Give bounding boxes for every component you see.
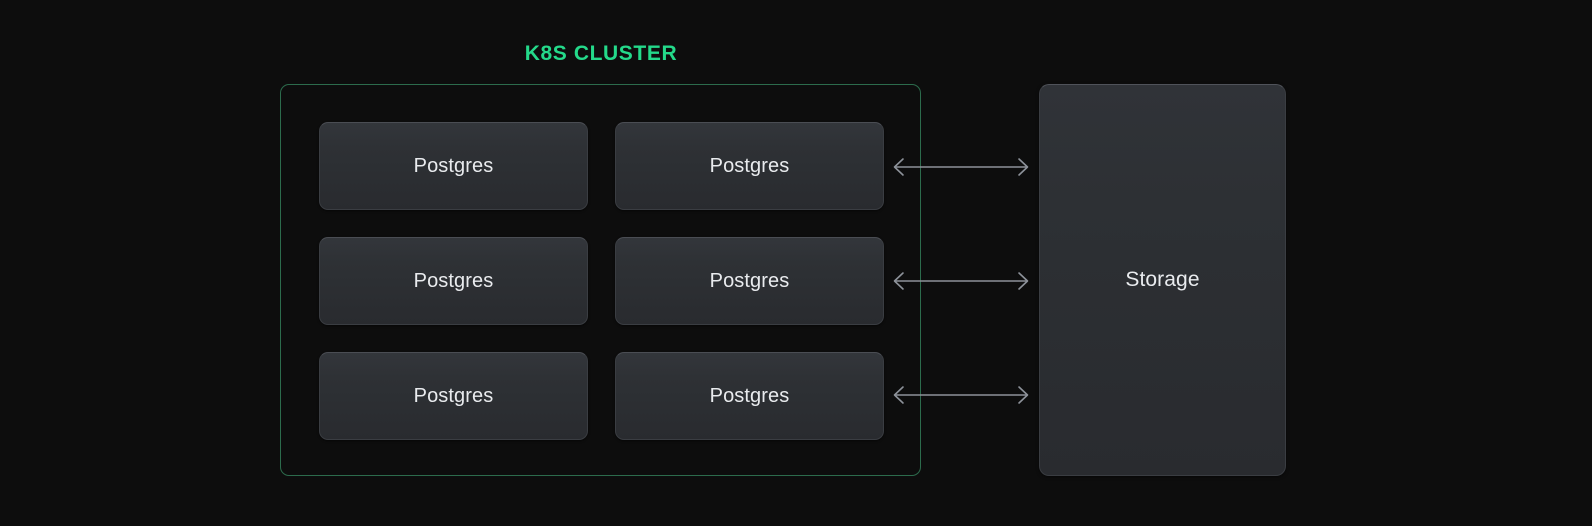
postgres-node-label: Postgres [413,385,494,407]
postgres-node-grid: Postgres Postgres Postgres Postgres Post… [319,122,884,440]
storage-label: Storage [1125,268,1200,291]
postgres-node-label: Postgres [709,385,790,407]
cluster-title: K8S CLUSTER [524,42,678,65]
postgres-node-label: Postgres [709,270,790,292]
postgres-node-label: Postgres [413,155,494,177]
postgres-node[interactable]: Postgres [615,122,884,210]
postgres-node-label: Postgres [413,270,494,292]
storage-box[interactable]: Storage [1039,84,1286,476]
postgres-node-label: Postgres [709,155,790,177]
postgres-node[interactable]: Postgres [319,122,588,210]
postgres-node[interactable]: Postgres [615,352,884,440]
postgres-node[interactable]: Postgres [319,237,588,325]
k8s-cluster-boundary [280,84,921,476]
postgres-node[interactable]: Postgres [615,237,884,325]
postgres-node[interactable]: Postgres [319,352,588,440]
